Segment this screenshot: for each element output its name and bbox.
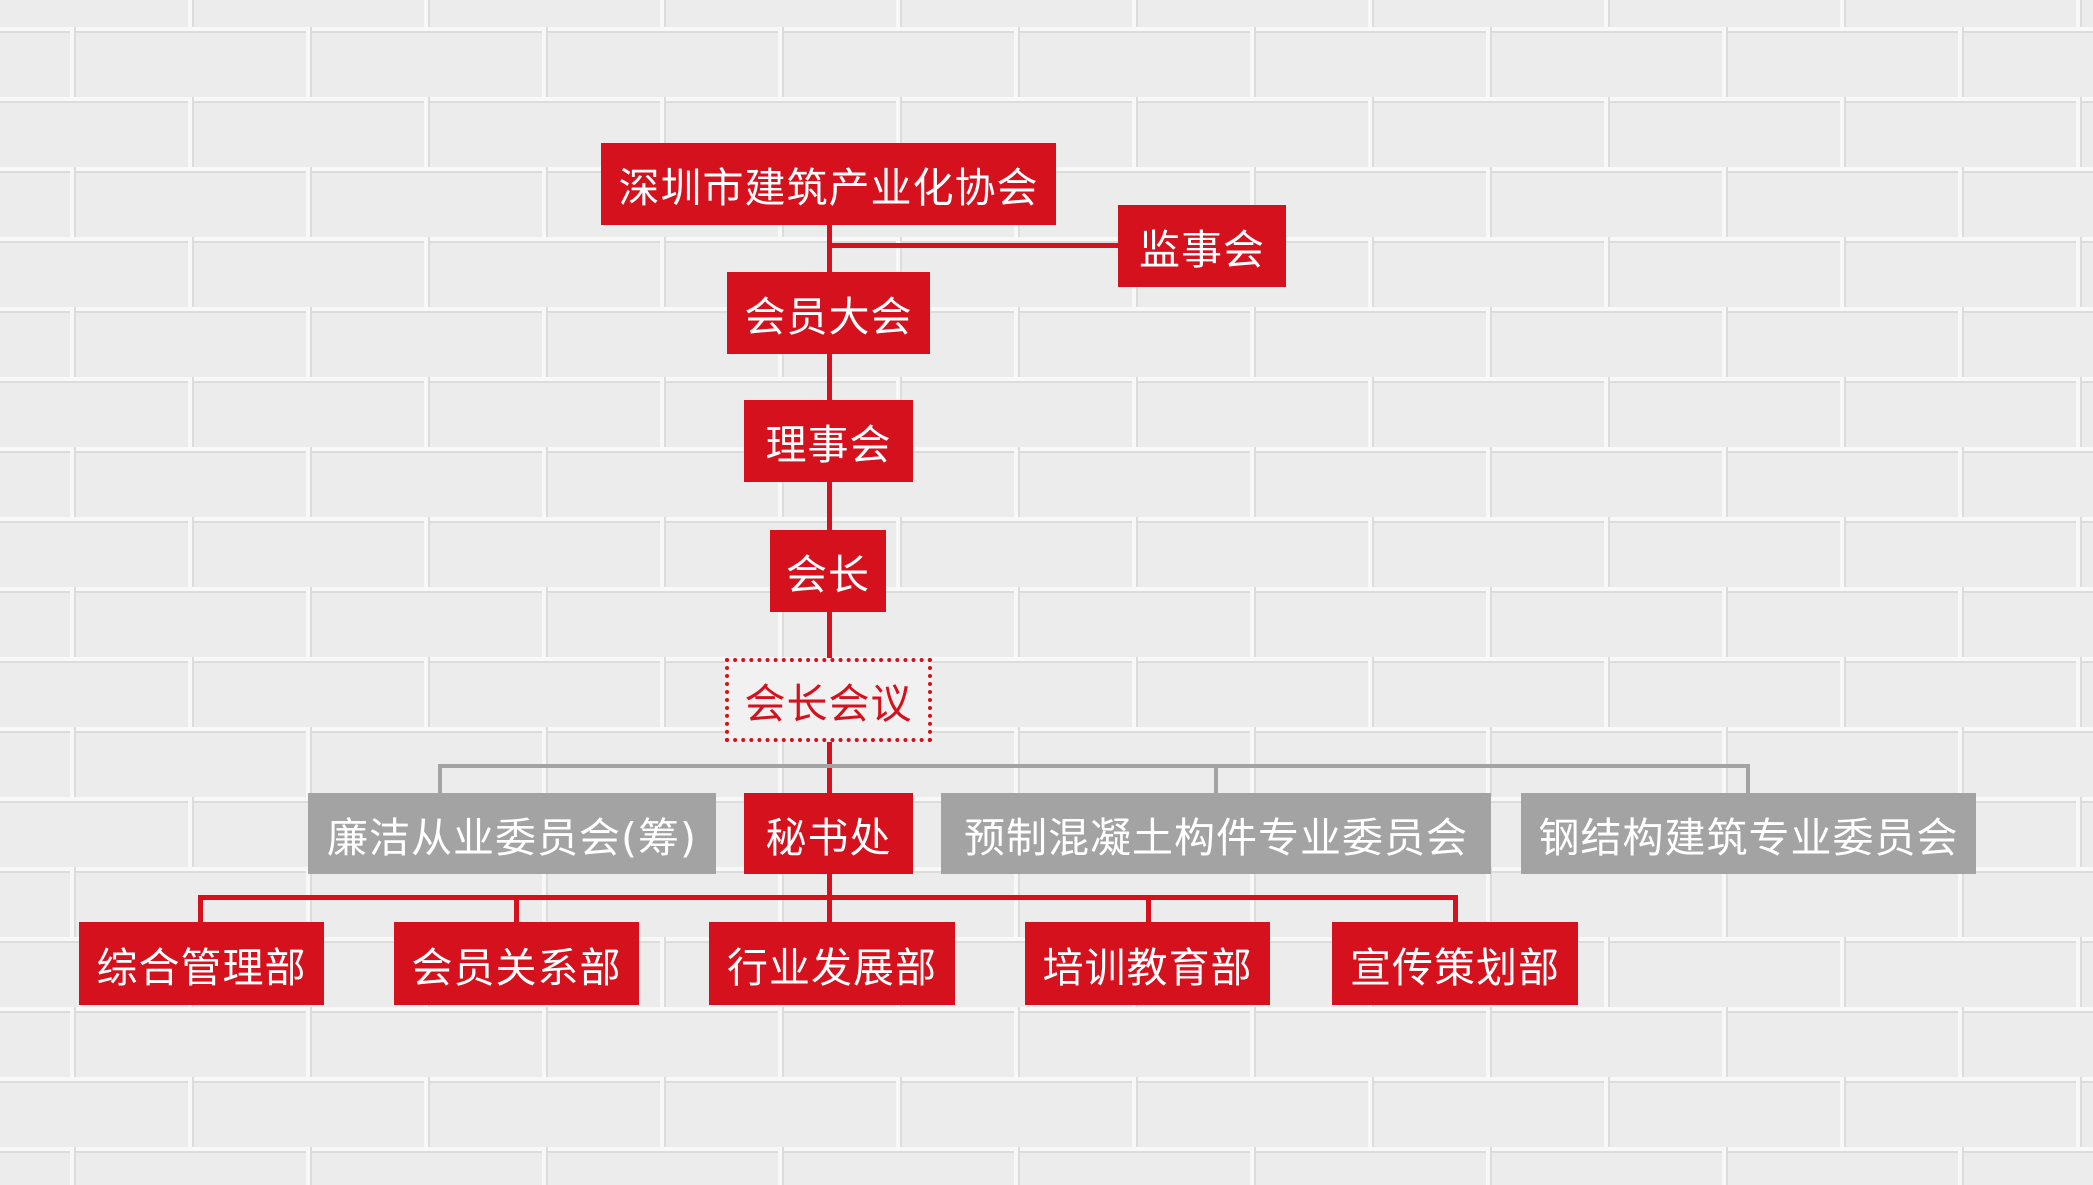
node-committee-integrity: 廉洁从业委员会(筹) — [308, 793, 716, 874]
node-supervisory-board: 监事会 — [1118, 205, 1286, 287]
node-general-assembly: 会员大会 — [727, 272, 930, 354]
connector-dept-5 — [1453, 895, 1458, 923]
connector-dept-4 — [1146, 895, 1151, 923]
connector-committee-2 — [1214, 764, 1218, 794]
connector-committee-3 — [1746, 764, 1750, 794]
connector-dept-1 — [198, 895, 203, 923]
node-dept-member-relations: 会员关系部 — [394, 922, 639, 1005]
node-committee-precast: 预制混凝土构件专业委员会 — [941, 793, 1491, 874]
node-association: 深圳市建筑产业化协会 — [601, 143, 1056, 225]
connector-dept-2 — [514, 895, 519, 923]
connector-departments-bar — [198, 895, 1458, 900]
node-dept-publicity-planning: 宣传策划部 — [1332, 922, 1578, 1005]
node-president: 会长 — [770, 530, 886, 612]
node-council: 理事会 — [744, 400, 913, 482]
node-committee-steel: 钢结构建筑专业委员会 — [1521, 793, 1976, 874]
connector-supervisory — [827, 243, 1120, 248]
node-dept-general-management: 综合管理部 — [79, 922, 324, 1005]
connector-committee-1 — [438, 764, 442, 794]
node-secretariat: 秘书处 — [744, 793, 913, 874]
connector-committees-bar — [438, 764, 1750, 768]
node-dept-training-education: 培训教育部 — [1025, 922, 1270, 1005]
node-dept-industry-development: 行业发展部 — [709, 922, 955, 1005]
node-presidents-meeting: 会长会议 — [725, 658, 932, 742]
